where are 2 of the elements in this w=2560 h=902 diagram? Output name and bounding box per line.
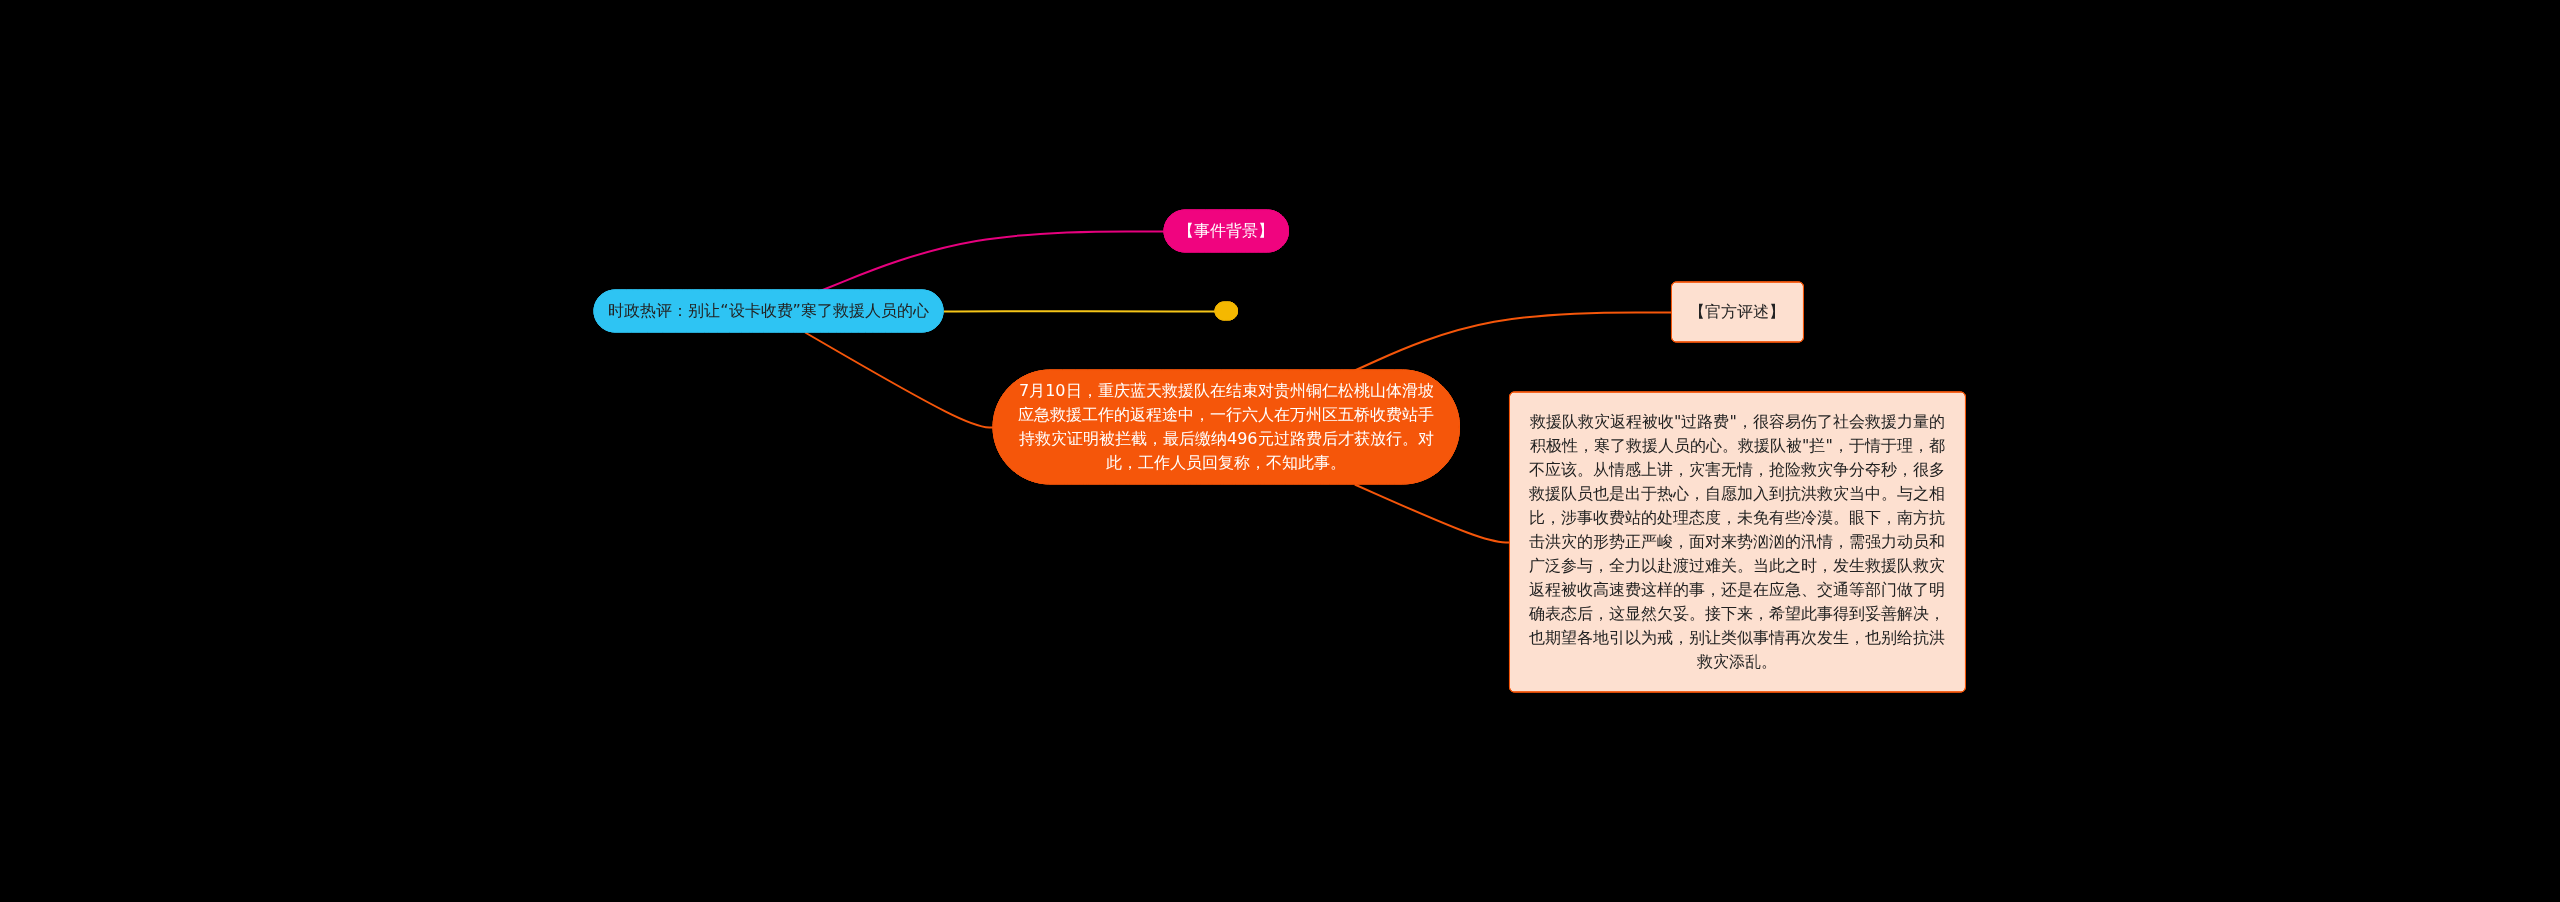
connector: [942, 310, 1217, 313]
connector: [804, 331, 995, 429]
